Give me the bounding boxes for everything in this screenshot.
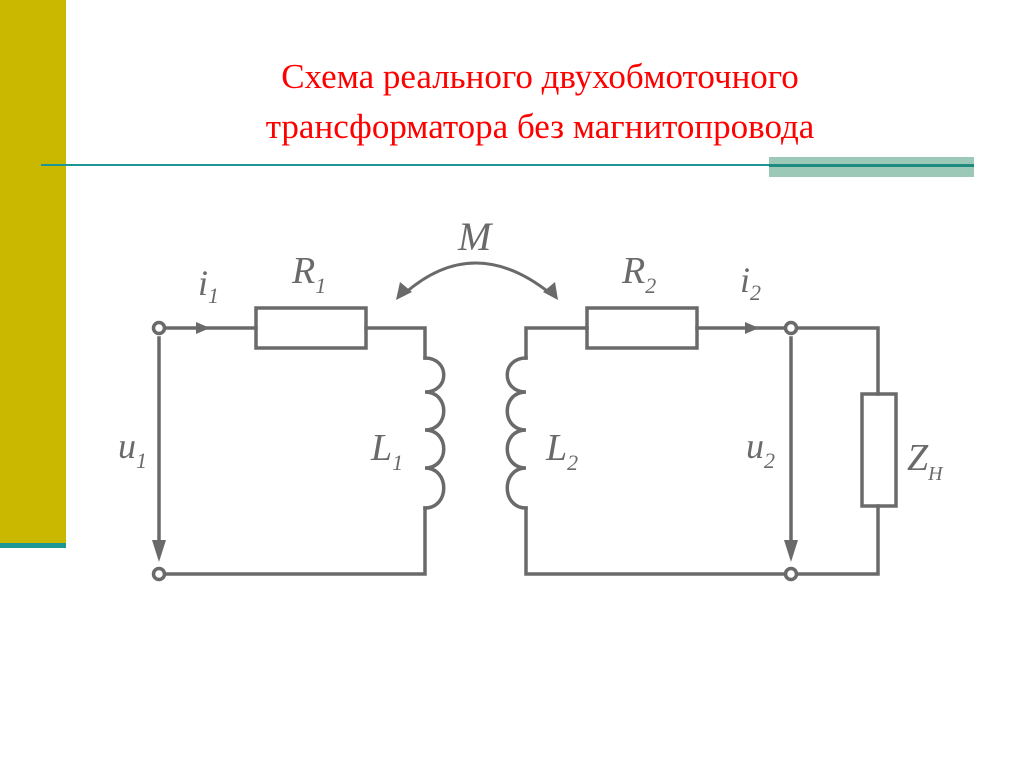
slide-title: Схема реального двухобмоточного трансфор… — [120, 52, 960, 152]
label-u1: u1 — [118, 426, 147, 473]
label-i2: i2 — [740, 260, 761, 305]
label-l2: L2 — [545, 427, 578, 475]
secondary-terminal-top — [783, 320, 799, 336]
load-impedance-zh — [860, 392, 898, 508]
primary-terminal-bottom — [151, 566, 167, 582]
secondary-circuit — [505, 306, 898, 576]
current-arrow-i1-icon — [196, 322, 210, 334]
label-zh: ZH — [907, 437, 944, 485]
inductor-l1 — [423, 356, 446, 510]
mutual-arrow-left-icon — [396, 282, 412, 300]
label-r1: R1 — [291, 250, 326, 298]
accent-side-bar — [0, 0, 66, 545]
voltage-arrow-u2-icon — [784, 540, 798, 562]
voltage-arrow-u1-icon — [152, 540, 166, 562]
slide-title-line-2: трансформатора без магнитопровода — [265, 107, 815, 146]
inductor-l2 — [505, 356, 528, 510]
title-divider-block — [769, 157, 974, 177]
label-l1: L1 — [370, 427, 403, 475]
primary-circuit — [152, 306, 446, 576]
slide-title-line-1: Схема реального двухобмоточного — [281, 57, 799, 96]
label-u2: u2 — [746, 426, 775, 473]
label-m: M — [457, 214, 494, 259]
label-r2: R2 — [621, 250, 656, 298]
resistor-r1 — [254, 306, 368, 350]
title-divider — [41, 164, 974, 166]
accent-side-bar-edge — [0, 543, 66, 548]
mutual-arrow-right-icon — [543, 282, 558, 300]
primary-terminal-top — [151, 320, 167, 336]
label-i1: i1 — [198, 263, 219, 308]
mutual-inductance-arrow — [396, 261, 558, 300]
resistor-r2 — [585, 306, 699, 350]
current-arrow-i2-icon — [745, 322, 759, 334]
secondary-terminal-bottom — [783, 566, 799, 582]
title-divider-accent — [769, 164, 974, 167]
